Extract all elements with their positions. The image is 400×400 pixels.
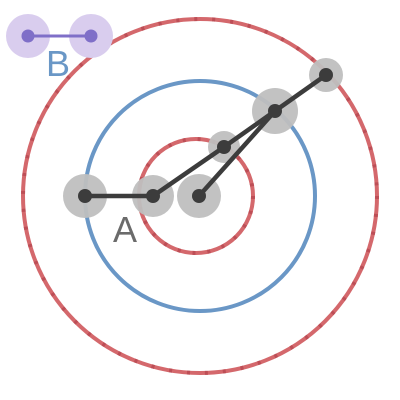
- bar-b[interactable]: [6, 14, 113, 58]
- outer-circle-ticks: [21, 17, 379, 375]
- linkage-arms: [82, 72, 329, 199]
- arm-a-mid: [150, 144, 227, 199]
- bar-b-end-right[interactable]: [84, 29, 98, 43]
- joint-left[interactable]: [78, 189, 92, 203]
- bar-b-end-left[interactable]: [21, 29, 35, 43]
- label-b: B: [46, 43, 70, 84]
- joint-mid[interactable]: [217, 140, 231, 154]
- joints: [78, 68, 333, 203]
- arm-mid-upper: [221, 108, 278, 150]
- label-a: A: [113, 209, 137, 250]
- joint-tip[interactable]: [319, 68, 333, 82]
- joint-a[interactable]: [146, 189, 160, 203]
- inner-circle-ticks: [137, 137, 255, 255]
- joint-upper[interactable]: [268, 104, 282, 118]
- arm-center-upper: [196, 108, 278, 199]
- joint-center[interactable]: [192, 189, 206, 203]
- arm-upper-tip: [272, 72, 329, 114]
